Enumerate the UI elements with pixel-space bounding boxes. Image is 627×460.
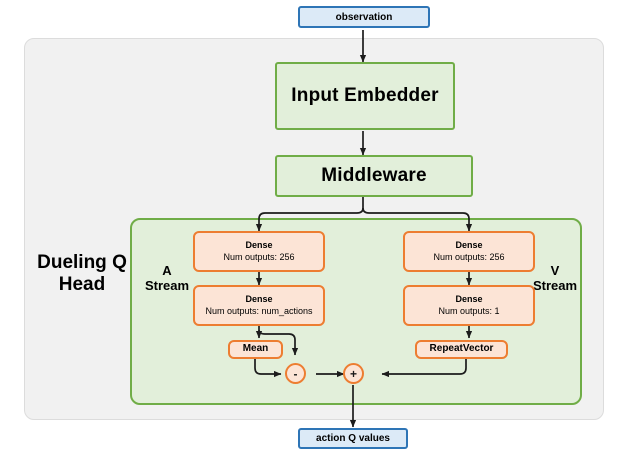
mean-label: Mean [242, 343, 269, 355]
add-operator-node[interactable]: + [343, 363, 364, 384]
repeat-vector-label: RepeatVector [429, 343, 494, 355]
advantage-stream-label: A Stream [139, 263, 195, 294]
value-dense-1-title: Dense [455, 294, 483, 305]
subtract-operator-symbol: - [293, 366, 298, 381]
value-dense-1-subtitle: Num outputs: 1 [438, 305, 500, 316]
dueling-q-head-label-line2: Head [58, 273, 106, 295]
add-operator-symbol: + [349, 366, 357, 381]
advantage-dense-256-subtitle: Num outputs: 256 [223, 251, 295, 262]
advantage-stream-label-line1: A [162, 263, 172, 278]
observation-label: observation [335, 11, 393, 23]
value-stream-label-line1: V [550, 263, 560, 278]
advantage-dense-actions-subtitle: Num outputs: num_actions [205, 305, 313, 316]
repeat-vector-node[interactable]: RepeatVector [415, 340, 508, 359]
action-q-values-label: action Q values [316, 433, 390, 444]
input-embedder-label: Input Embedder [291, 85, 439, 106]
value-dense-256-title: Dense [455, 240, 483, 251]
dueling-q-head-label-line1: Dueling Q [37, 252, 127, 273]
advantage-stream-label-line2: Stream [144, 277, 190, 293]
subtract-operator-node[interactable]: - [285, 363, 306, 384]
value-dense-256-node[interactable]: Dense Num outputs: 256 [403, 231, 535, 272]
observation-node[interactable]: observation [298, 6, 430, 28]
value-stream-label: V Stream [527, 263, 583, 294]
mean-node[interactable]: Mean [228, 340, 283, 359]
input-embedder-node[interactable]: Input Embedder [275, 62, 455, 130]
advantage-dense-256-title: Dense [245, 240, 273, 251]
dueling-q-head-label: Dueling Q Head [36, 252, 128, 296]
middleware-node[interactable]: Middleware [275, 155, 473, 197]
advantage-dense-actions-title: Dense [245, 294, 273, 305]
advantage-dense-actions-node[interactable]: Dense Num outputs: num_actions [193, 285, 325, 326]
action-q-values-node[interactable]: action Q values [298, 428, 408, 449]
value-stream-label-line2: Stream [532, 277, 578, 293]
advantage-dense-256-node[interactable]: Dense Num outputs: 256 [193, 231, 325, 272]
value-dense-1-node[interactable]: Dense Num outputs: 1 [403, 285, 535, 326]
value-dense-256-subtitle: Num outputs: 256 [433, 251, 505, 262]
middleware-label: Middleware [321, 165, 427, 186]
